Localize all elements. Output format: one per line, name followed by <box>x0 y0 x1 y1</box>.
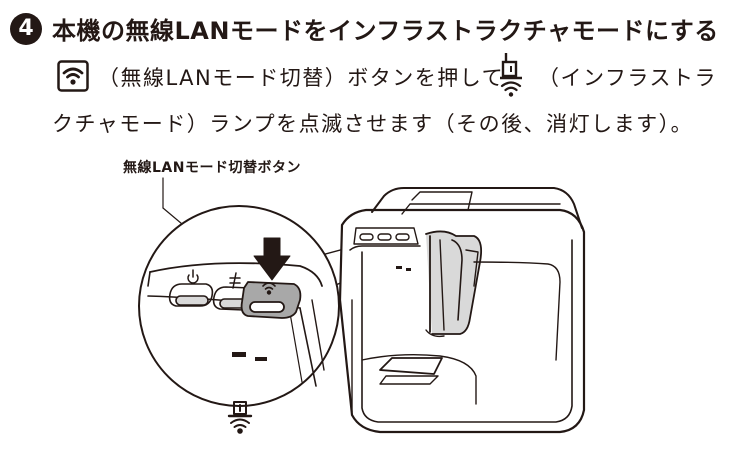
callout-label: 無線LANモード切替ボタン <box>123 160 301 176</box>
step-text-line-1-tail: （インフラストラ <box>538 66 717 90</box>
step-heading: 本機の無線LANモードをインフラストラクチャモードにする <box>52 17 719 45</box>
zoom-detail <box>138 205 340 407</box>
infrastructure-mode-lamp <box>232 352 246 357</box>
wifi-mode-button-icon <box>262 282 276 295</box>
lamp-callout-icon <box>227 401 253 434</box>
wifi-mode-key-icon <box>57 60 89 92</box>
infrastructure-mode-lamp-icon <box>500 53 522 97</box>
step-text-line-1: （無線LANモード切替）ボタンを押して <box>98 66 505 90</box>
press-arrow-icon <box>253 237 291 281</box>
printer-body <box>338 187 586 434</box>
step-text-line-2: クチャモード）ランプを点滅させます（その後、消灯します）。 <box>52 112 694 136</box>
power-button <box>168 283 214 307</box>
step-number-badge: 4 <box>10 13 42 45</box>
feed-cut-icon <box>229 272 241 289</box>
wifi-mode-button <box>240 281 302 319</box>
power-icon <box>187 269 199 284</box>
